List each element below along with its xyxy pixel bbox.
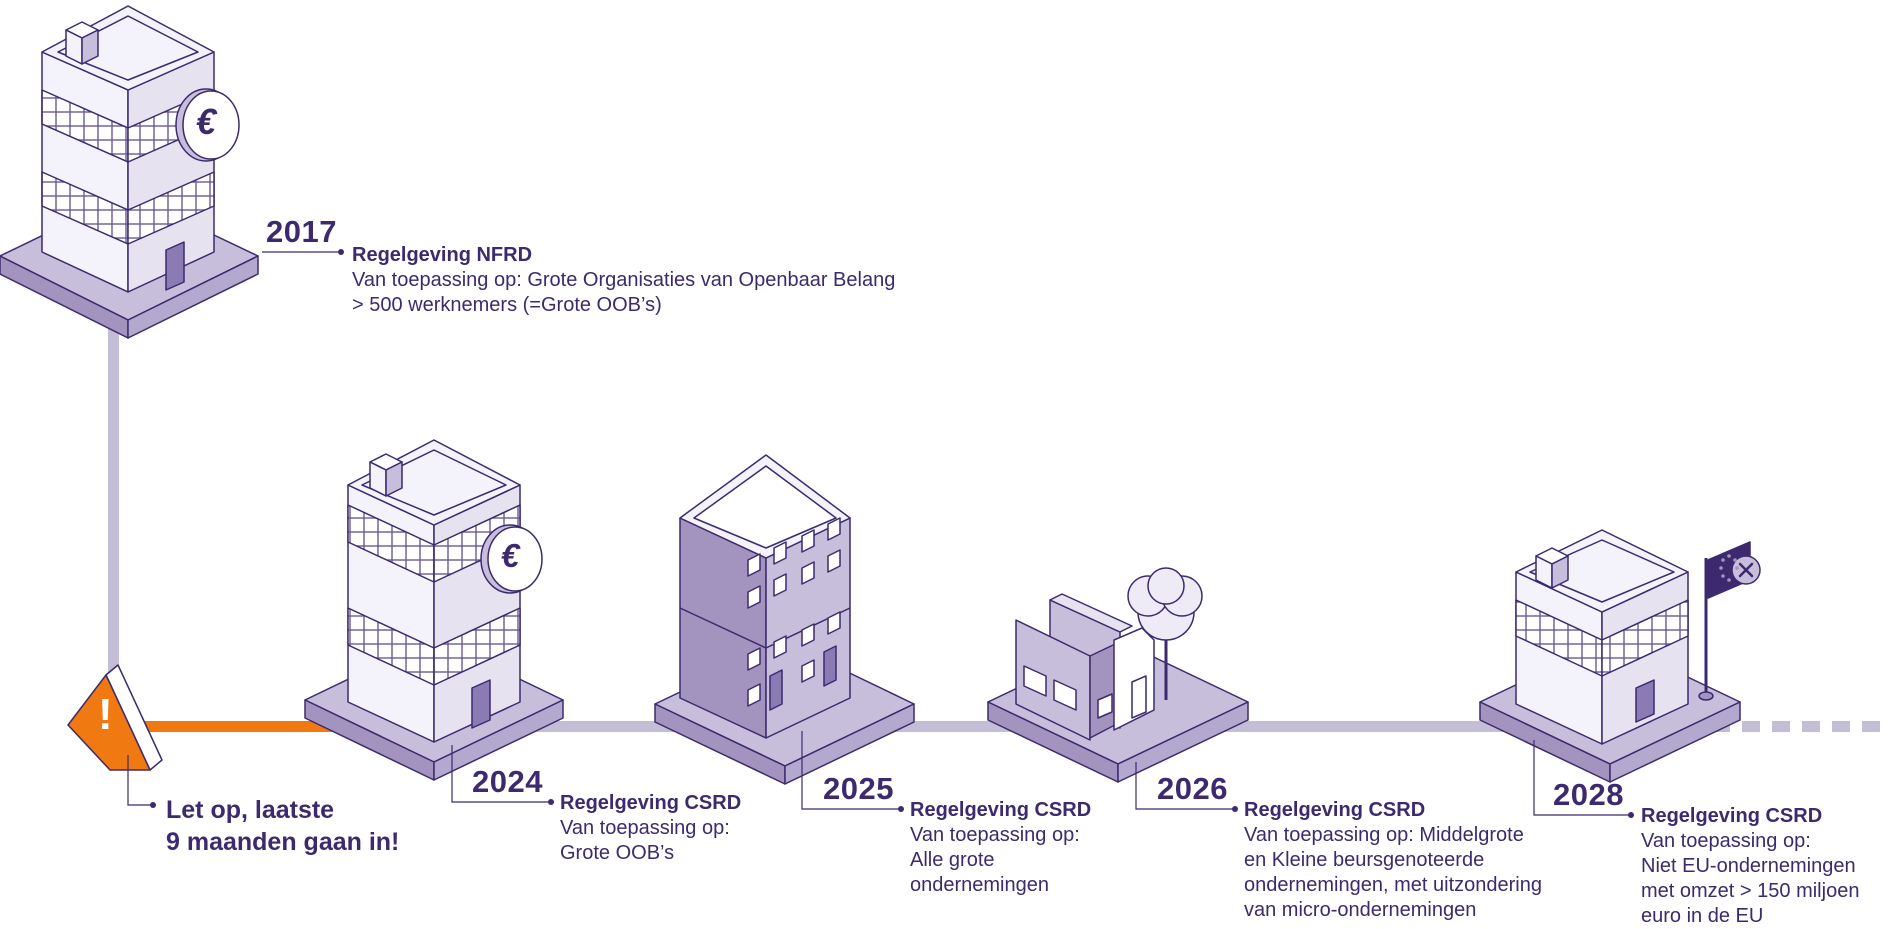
euro-icon: € (501, 537, 520, 574)
milestone-title-2017: Regelgeving NFRD (352, 244, 533, 266)
milestone-title-2026: Regelgeving CSRD (1244, 799, 1426, 821)
milestone-year-2028: 2028 (1553, 777, 1624, 812)
timeline-vertical-connector (108, 325, 119, 685)
milestone-title-2025: Regelgeving CSRD (910, 799, 1092, 821)
eu-stars-icon (1719, 554, 1739, 582)
building-2025 (654, 454, 915, 785)
milestone-title-2028: Regelgeving CSRD (1641, 805, 1823, 827)
milestone-description-2017: Van toepassing op: Grote Organisaties va… (352, 269, 896, 316)
milestone-description-2028: Van toepassing op: Niet EU-ondernemingen… (1641, 830, 1860, 927)
warning-message: Let op, laatste 9 maanden gaan in! (166, 796, 400, 856)
milestone-year-2017: 2017 (266, 214, 337, 249)
exclamation-icon: ! (98, 690, 113, 739)
leader-lines (127, 251, 1630, 816)
milestone-year-2025: 2025 (823, 771, 894, 806)
euro-badge-2017 (175, 88, 240, 162)
timeline-dashed-continuation (1712, 721, 1880, 732)
warning-sign (67, 664, 163, 771)
euro-badge-2024 (480, 524, 543, 594)
milestone-title-2024: Regelgeving CSRD (560, 792, 742, 814)
milestone-description-2024: Van toepassing op: Grote OOB’s (560, 817, 730, 864)
milestone-year-2026: 2026 (1157, 771, 1228, 806)
close-icon (1738, 562, 1754, 578)
building-2026 (987, 567, 1249, 783)
building-2024 (304, 439, 564, 781)
timeline-current-segment (145, 721, 350, 732)
leader-dots (150, 249, 1634, 818)
building-2028 (1479, 529, 1761, 783)
milestone-description-2026: Van toepassing op: Middelgrote en Kleine… (1244, 824, 1542, 921)
euro-icon: € (196, 101, 217, 142)
milestone-year-2024: 2024 (472, 764, 543, 799)
building-2017 (0, 5, 259, 339)
milestone-description-2025: Van toepassing op: Alle grote ondernemin… (910, 824, 1080, 896)
